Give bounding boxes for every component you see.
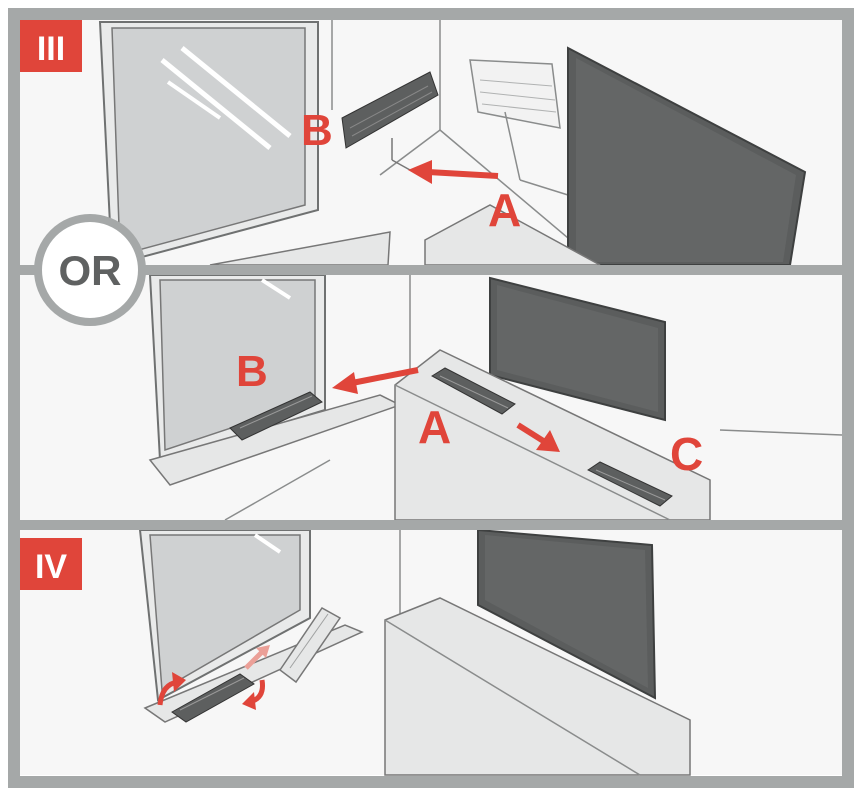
window-3 xyxy=(98,21,391,267)
label-b-middle: B xyxy=(236,347,268,396)
antenna-on-wall xyxy=(341,71,439,171)
panel-step-3-alternative: B A C xyxy=(20,274,843,521)
antenna-on-windowsill-4 xyxy=(171,673,255,723)
antenna-on-stand-c xyxy=(587,461,673,507)
step-badge-4: IV xyxy=(20,538,82,590)
step-badge-3-text: III xyxy=(37,30,65,68)
or-badge: OR xyxy=(34,214,146,326)
frame xyxy=(8,8,854,788)
move-arrow-3 xyxy=(408,160,499,184)
move-arrow-to-b xyxy=(332,367,419,394)
tv-middle xyxy=(489,276,666,422)
move-arrow-to-c xyxy=(516,422,560,452)
tv-3 xyxy=(567,46,807,266)
rotate-arrowhead-left xyxy=(172,672,186,692)
antenna-on-windowsill xyxy=(229,391,323,441)
tv-stand-4 xyxy=(384,597,691,776)
tilt-arrow xyxy=(244,650,264,670)
label-c-middle: C xyxy=(670,428,703,480)
or-badge-text: OR xyxy=(59,247,122,294)
antenna-tilted xyxy=(278,607,342,684)
label-a-3: A xyxy=(488,184,521,236)
rotate-arrowhead-right xyxy=(242,692,256,710)
room-walls-middle xyxy=(224,275,843,521)
step-badge-4-text: IV xyxy=(35,548,67,586)
panel-step-4 xyxy=(20,528,842,776)
tilt-arrowhead xyxy=(256,645,270,658)
label-a-middle: A xyxy=(418,401,451,453)
tv-4 xyxy=(477,528,657,700)
step-badge-3: III xyxy=(20,20,82,72)
antenna-original-position xyxy=(469,59,569,196)
rotate-arrows xyxy=(157,645,270,710)
panel-step-3: B A xyxy=(20,20,842,267)
label-b-3: B xyxy=(301,106,333,155)
antenna-on-stand-a xyxy=(431,367,516,415)
